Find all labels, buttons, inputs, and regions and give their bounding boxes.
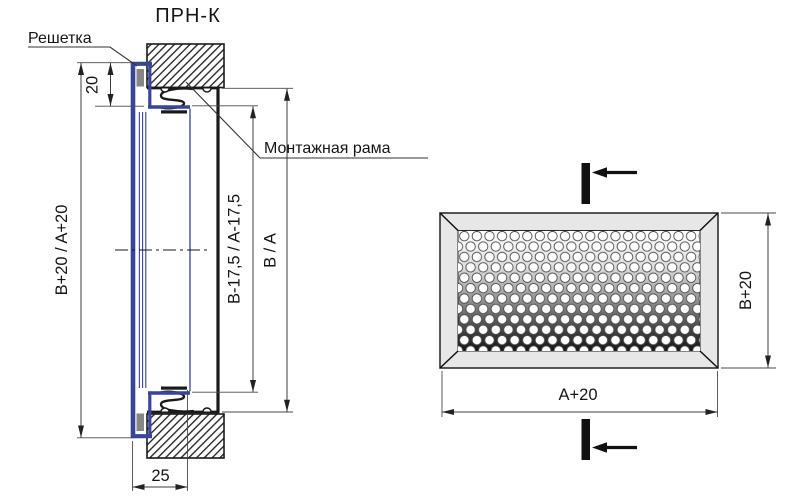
clip-hook-top: [160, 88, 212, 93]
wall-hatch-bottom: [146, 413, 225, 459]
dim-text-flange: 20: [84, 76, 102, 94]
fixing-screw-bottom: [136, 413, 144, 431]
dim-text-front-width: A+20: [559, 386, 598, 404]
leader-line-mounting-frame: [185, 81, 428, 159]
frame-mitre-corners: [439, 212, 719, 369]
frame-lip-bottom: [161, 386, 187, 390]
mounting-frame-label: Монтажная рама: [264, 140, 391, 157]
grille-label: Решетка: [28, 30, 92, 47]
dim-text-duct: B / A: [262, 233, 280, 268]
dim-text-overall: B+20 / A+20: [53, 205, 71, 296]
clip-hook-bottom: [160, 407, 212, 412]
section-cut-arrow-top-icon: [581, 163, 637, 204]
leader-line-grille: [28, 46, 138, 67]
fixing-screw-top: [136, 69, 144, 87]
mounting-frame-profile: [147, 86, 220, 414]
wall-hatch-top: [146, 43, 225, 89]
dim-text-depth: 25: [151, 467, 169, 485]
dim-text-cutout: B-17,5 / A-17,5: [226, 194, 244, 304]
perforated-panel-holes: [458, 230, 700, 351]
section-cut-arrow-bottom-icon: [581, 419, 637, 460]
frame-lip-top: [161, 110, 187, 114]
drawing-title: ПРН-К: [155, 5, 220, 27]
extension-lines: [77, 62, 293, 491]
dim-text-front-height: B+20: [737, 271, 755, 310]
section-view: ПРН-К Решетка Монтажная рама 20 B+20 / A…: [28, 5, 428, 491]
front-view: B+20 A+20: [439, 163, 776, 460]
